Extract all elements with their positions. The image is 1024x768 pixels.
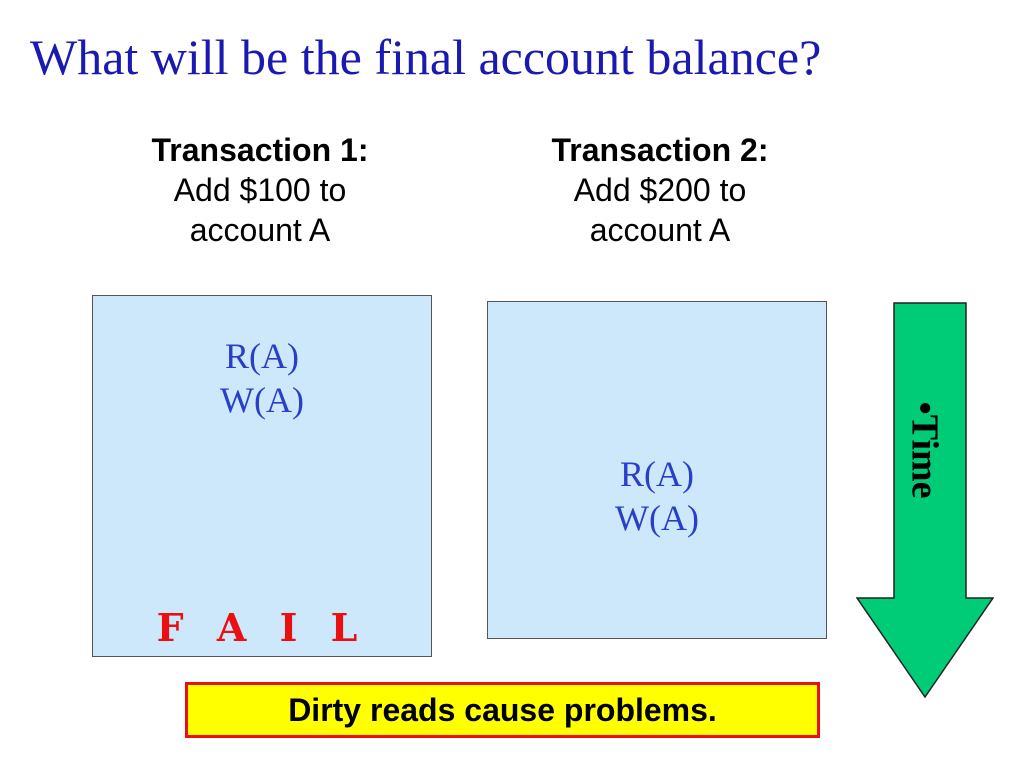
transaction-2-description-line2: account A (589, 212, 731, 248)
dirty-reads-callout: Dirty reads cause problems. (185, 682, 820, 738)
transaction-2-title: Transaction 2: (551, 132, 769, 168)
transaction-1-description-line1: Add $100 to (173, 172, 347, 208)
transaction-2-description-line1: Add $200 to (573, 172, 747, 208)
transaction-1-read-op: R(A) (225, 336, 299, 376)
transaction-2-header: Transaction 2: Add $200 to account A (500, 130, 820, 250)
transaction-2-write-op: W(A) (615, 498, 699, 538)
time-arrow-icon (856, 302, 994, 698)
transaction-1-header: Transaction 1: Add $100 to account A (100, 130, 420, 250)
transaction-1-description-line2: account A (189, 212, 331, 248)
transaction-2-read-op: R(A) (620, 454, 694, 494)
time-label: •Time (904, 401, 947, 499)
transaction-1-write-op: W(A) (220, 380, 304, 420)
time-label-wrapper: •Time (890, 385, 960, 515)
slide-title: What will be the final account balance? (30, 29, 822, 85)
time-arrow-shape (856, 302, 994, 698)
transaction-1-fail-label: F A I L (156, 605, 368, 650)
transaction-1-title: Transaction 1: (151, 132, 369, 168)
transaction-1-ops-box: R(A) W(A) F A I L (92, 295, 432, 657)
transaction-2-ops-box: R(A) W(A) (487, 301, 827, 639)
